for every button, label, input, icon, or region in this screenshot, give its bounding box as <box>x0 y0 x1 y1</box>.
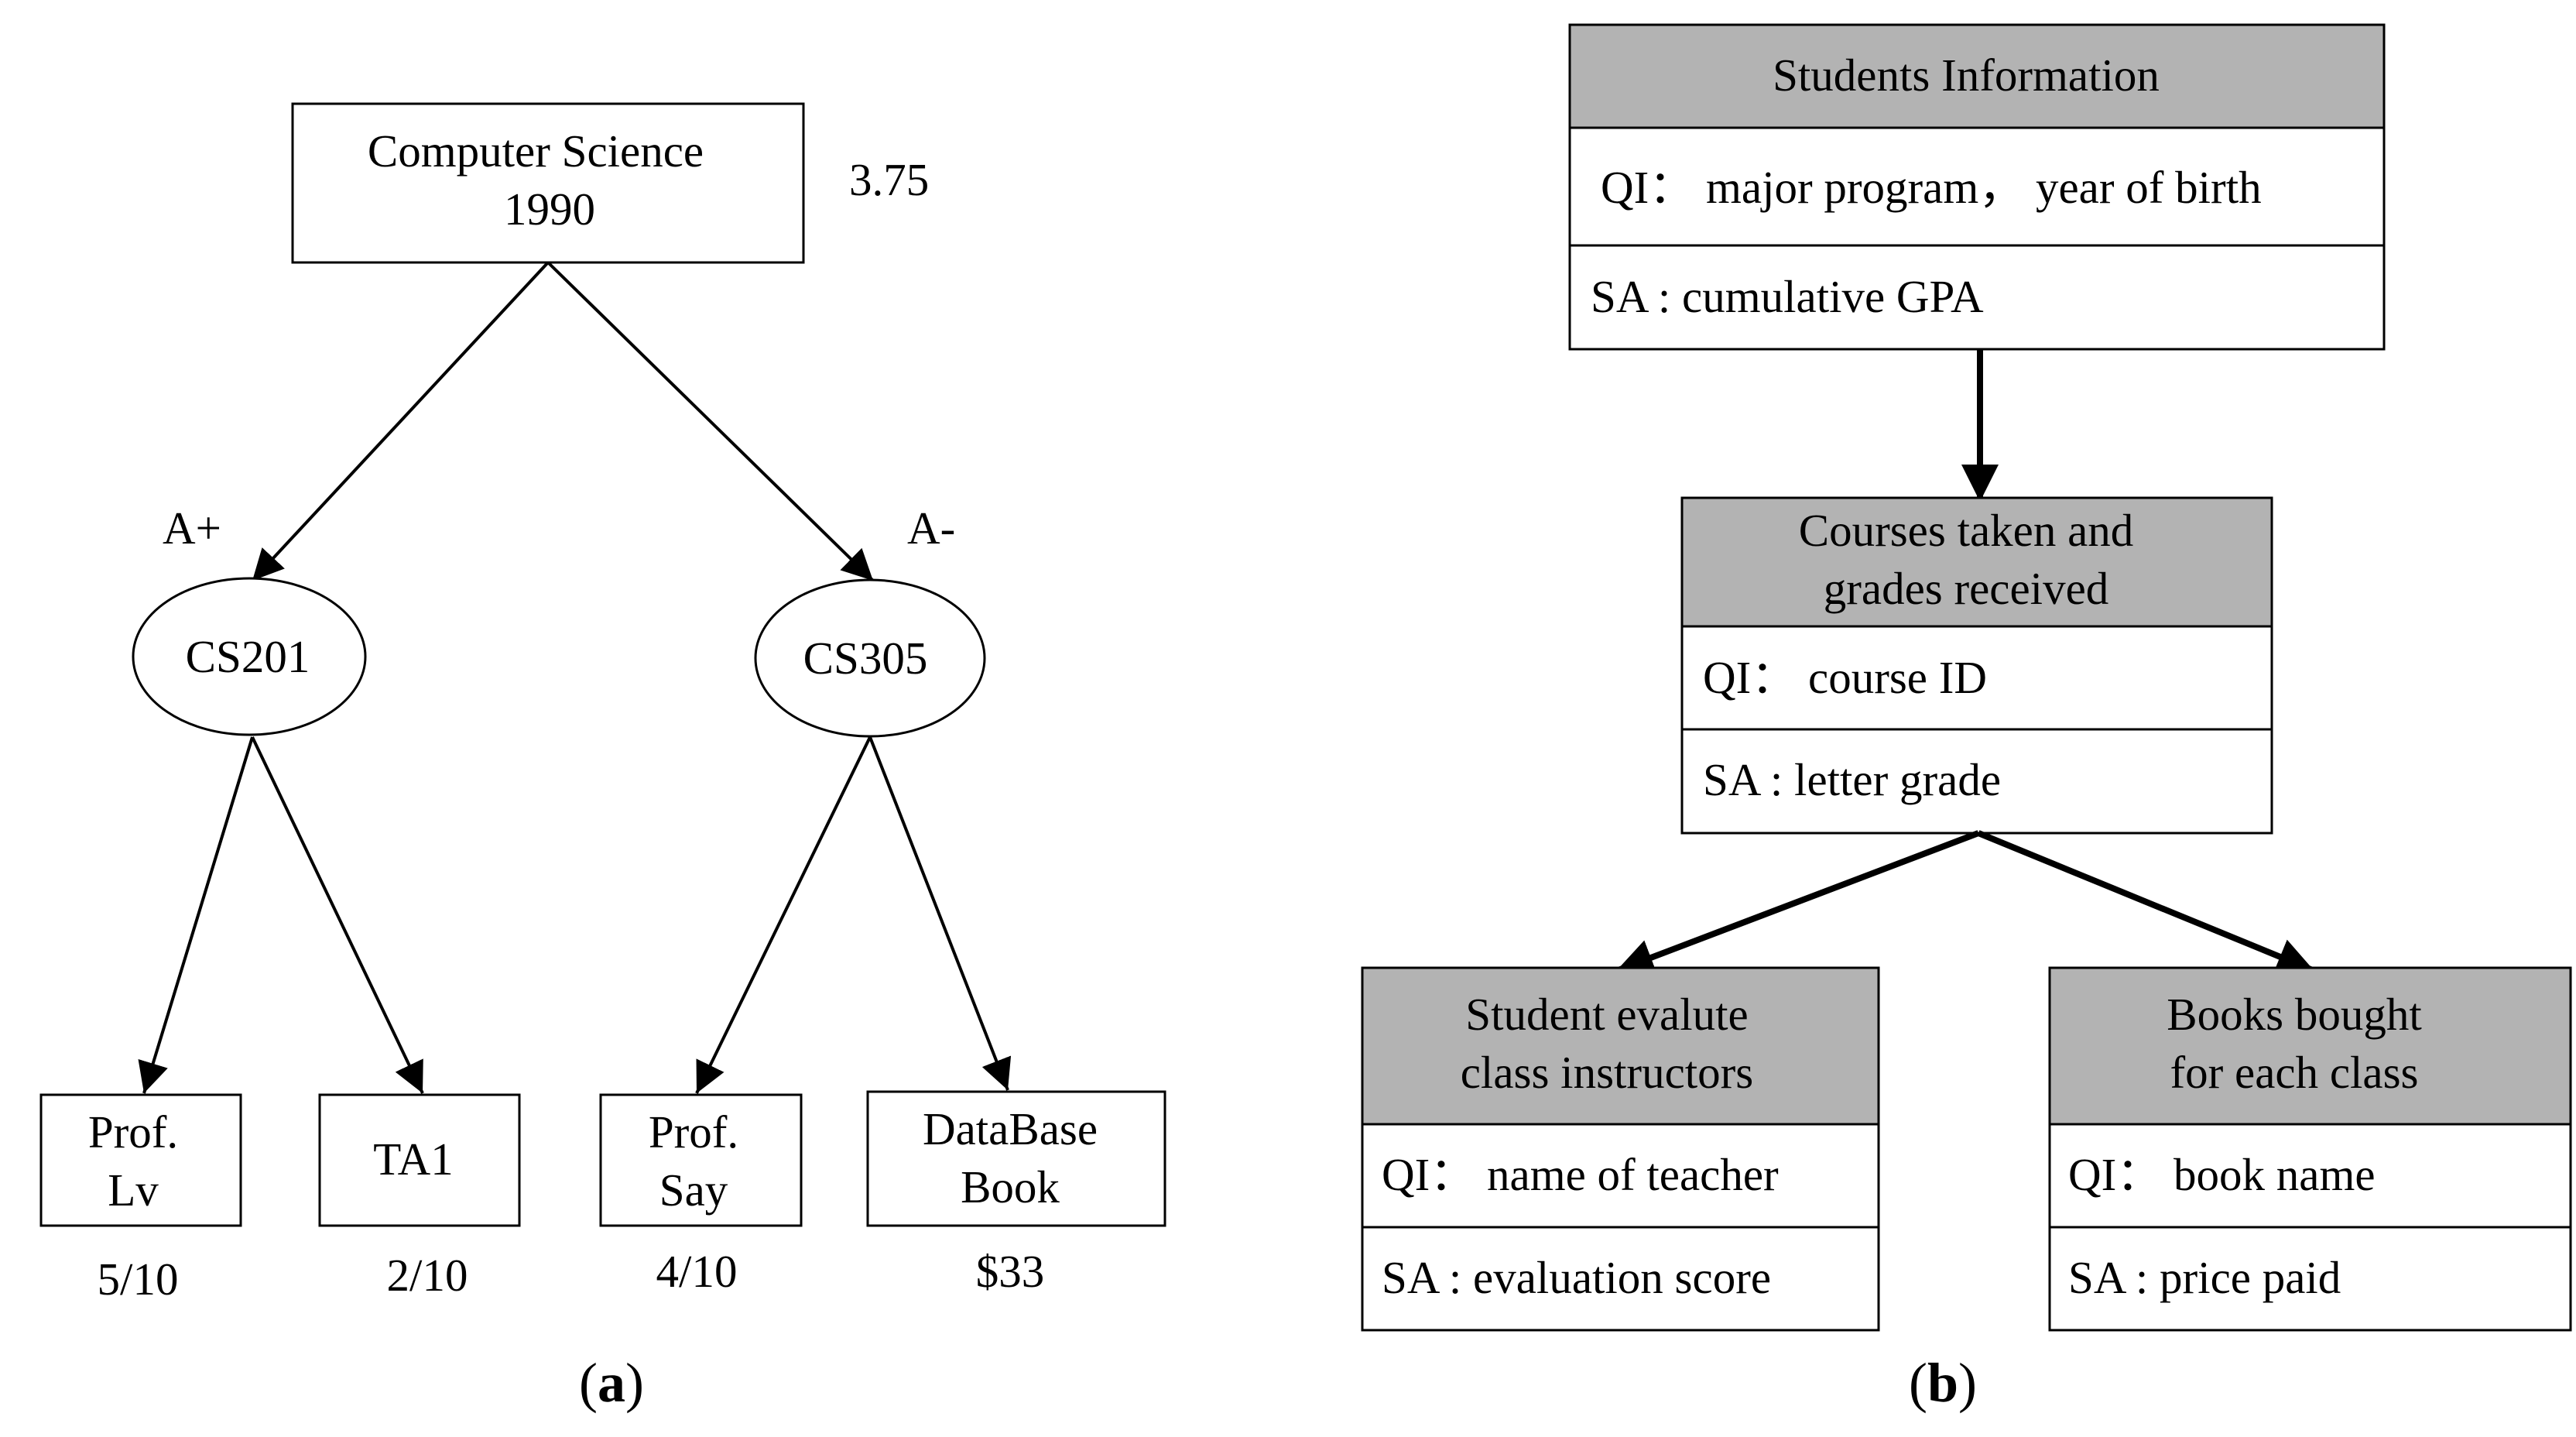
leaf-ta1: TA1 <box>318 1093 521 1227</box>
students-header: Students Information <box>1773 50 2160 101</box>
books-header-line1: Books bought <box>2167 989 2422 1040</box>
books-qi: QI： book name <box>2068 1149 2376 1200</box>
courses-sa: SA : letter grade <box>1703 754 2001 805</box>
leaf-database-book-line2: Book <box>961 1161 1060 1212</box>
caption-a-letter: a <box>598 1352 625 1414</box>
arrow-root-to-cs201 <box>251 261 550 582</box>
leaf-prof-say: Prof. Say <box>599 1093 803 1227</box>
arrow-cs201-to-prof-lv <box>138 736 254 1094</box>
arrow-courses-to-evaluate <box>1615 830 1980 976</box>
arrow-root-to-cs305 <box>546 261 875 582</box>
students-qi: QI： major program， year of birth <box>1601 162 2262 213</box>
evaluate-header-line2: class instructors <box>1461 1047 1754 1098</box>
panel-a: Computer Science 1990 3.75 A+ A- CS201 C… <box>39 102 1166 1414</box>
grade-right: A- <box>907 502 955 554</box>
evaluate-qi: QI： name of teacher <box>1382 1149 1779 1200</box>
root-label-line1: Computer Science <box>368 125 704 177</box>
leaf-prof-say-line1: Prof. <box>649 1106 738 1157</box>
students-header-bg <box>1568 23 2386 129</box>
cs305-label: CS305 <box>803 633 928 684</box>
leaf-ta1-box <box>318 1093 521 1227</box>
root-box <box>291 102 805 264</box>
courses-table: Courses taken and grades received QI： co… <box>1680 496 2273 835</box>
cs305-ellipse <box>754 578 986 738</box>
leaf-database-book: DataBase Book <box>866 1090 1166 1227</box>
root-node: Computer Science 1990 <box>291 102 805 264</box>
arrow-cs201-to-ta1 <box>251 736 424 1094</box>
leaf-ta1-value: 2/10 <box>387 1250 468 1301</box>
leaf-ta1-line1: TA1 <box>373 1133 453 1185</box>
evaluate-header-line1: Student evalute <box>1465 989 1748 1040</box>
courses-qi-row <box>1680 625 2273 731</box>
leaf-database-book-line1: DataBase <box>923 1103 1098 1154</box>
books-sa-row <box>2048 1226 2572 1332</box>
students-table: Students Information QI： major program， … <box>1568 23 2386 351</box>
leaf-prof-lv: Prof. Lv <box>39 1093 242 1227</box>
arrow-cs305-to-database-book <box>868 736 1012 1091</box>
courses-header-bg <box>1680 496 2273 628</box>
books-header-bg <box>2048 966 2572 1126</box>
leaf-database-book-box <box>866 1090 1166 1227</box>
books-table: Books bought for each class QI： book nam… <box>2048 966 2572 1332</box>
course-node-cs201: CS201 <box>132 577 367 736</box>
students-sa: SA : cumulative GPA <box>1591 271 1984 322</box>
students-qi-row <box>1568 126 2386 247</box>
leaf-prof-say-box <box>599 1093 803 1227</box>
leaf-prof-lv-value: 5/10 <box>98 1254 179 1305</box>
caption-b: (b) <box>1909 1352 1977 1414</box>
evaluate-sa-row <box>1361 1226 1880 1332</box>
arrow-cs305-to-prof-say <box>695 736 872 1094</box>
leaf-database-book-value: $33 <box>976 1246 1045 1297</box>
root-label-line2: 1990 <box>504 183 595 235</box>
panel-b: Students Information QI： major program， … <box>1361 23 2572 1414</box>
books-header-line2: for each class <box>2170 1047 2418 1098</box>
course-node-cs305: CS305 <box>754 578 986 738</box>
evaluate-qi-row <box>1361 1123 1880 1229</box>
courses-header-line1: Courses taken and <box>1799 505 2134 556</box>
leaf-prof-lv-line2: Lv <box>108 1164 159 1216</box>
leaf-prof-lv-box <box>39 1093 242 1227</box>
cs201-label: CS201 <box>186 631 310 682</box>
courses-sa-row <box>1680 728 2273 835</box>
leaf-prof-say-value: 4/10 <box>656 1246 738 1297</box>
leaf-prof-lv-line1: Prof. <box>88 1106 178 1157</box>
grade-left: A+ <box>163 502 221 554</box>
evaluate-table: Student evalute class instructors QI： na… <box>1361 966 1880 1332</box>
caption-a: (a) <box>579 1352 644 1414</box>
root-value: 3.75 <box>849 154 929 205</box>
evaluate-header-bg <box>1361 966 1880 1126</box>
courses-header-line2: grades received <box>1824 563 2109 614</box>
cs201-ellipse <box>132 577 367 736</box>
evaluate-sa: SA : evaluation score <box>1382 1252 1771 1303</box>
students-sa-row <box>1568 244 2386 351</box>
caption-b-letter: b <box>1927 1352 1958 1414</box>
books-sa: SA : price paid <box>2068 1252 2341 1303</box>
books-qi-row <box>2048 1123 2572 1229</box>
courses-qi: QI： course ID <box>1703 652 1987 703</box>
arrow-courses-to-books <box>1977 830 2316 974</box>
leaf-prof-say-line2: Say <box>659 1164 728 1216</box>
